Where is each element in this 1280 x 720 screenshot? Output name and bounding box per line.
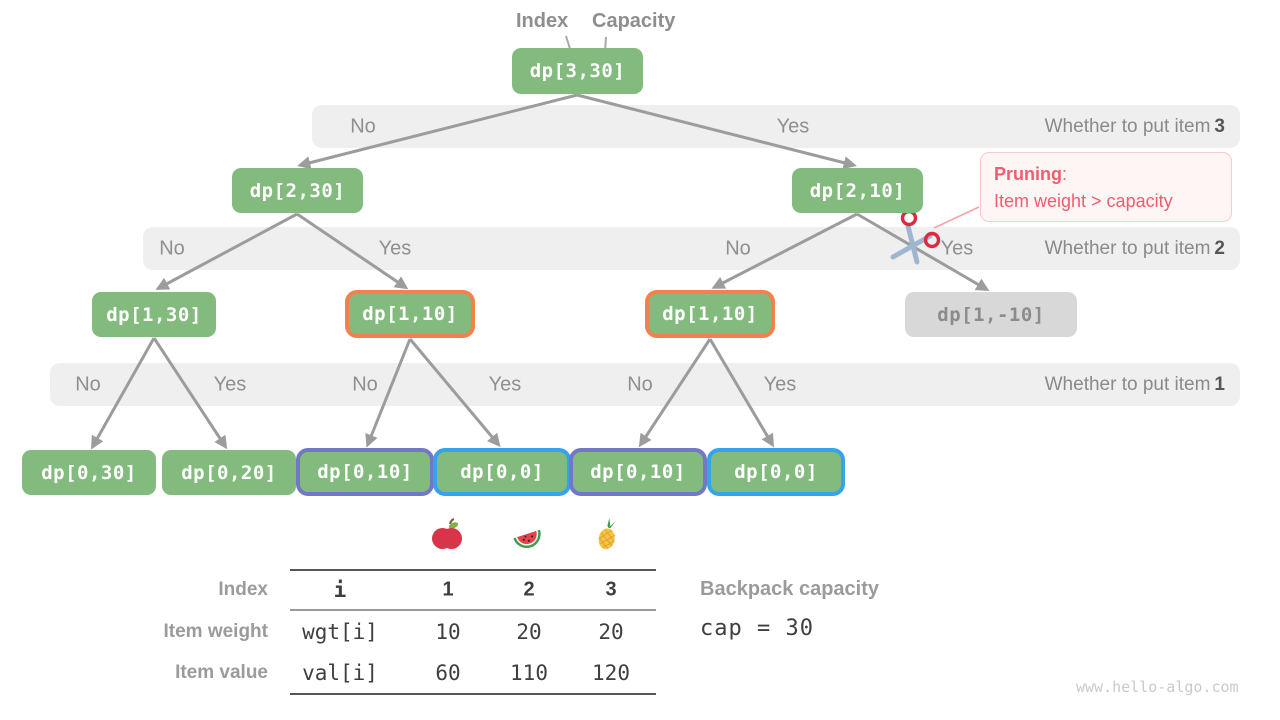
pruning-text: Item weight > capacity	[994, 191, 1173, 211]
dp-node: dp[2,10]	[792, 168, 923, 213]
band-label-no: No	[725, 237, 751, 259]
band-label-no: No	[627, 373, 653, 395]
table-cell: 2	[523, 578, 535, 601]
pineapple-icon	[598, 517, 616, 550]
table-rule-top	[290, 569, 656, 571]
table-row-label: Item weight	[163, 621, 268, 642]
backpack-capacity-label: Backpack capacity	[700, 578, 880, 600]
table-cell: 20	[516, 620, 542, 644]
decision-band-item1: No Yes No Yes No Yes Whether to put item…	[50, 363, 1240, 406]
band-label-yes: Yes	[213, 373, 247, 395]
backpack-capacity-value: cap = 30	[700, 616, 814, 641]
index-pointer-label: Index	[516, 10, 569, 32]
dp-node-highlight-orange: dp[1,10]	[645, 290, 775, 338]
pruning-callout: Pruning: Item weight > capacity	[980, 152, 1232, 222]
band-label-yes: Yes	[776, 115, 810, 137]
watermark: www.hello-algo.com	[1076, 678, 1239, 696]
dp-node-highlight-blue: dp[0,0]	[707, 448, 845, 496]
dp-node: dp[2,30]	[232, 168, 363, 213]
band-label-yes: Yes	[763, 373, 797, 395]
table-cell: 110	[510, 661, 548, 685]
band-label-no: No	[159, 237, 185, 259]
dp-node-highlight-purple: dp[0,10]	[569, 448, 707, 496]
dp-node: dp[0,20]	[162, 450, 296, 495]
table-cell: i	[333, 578, 347, 602]
table-cell: 3	[605, 578, 617, 601]
band-label-no: No	[75, 373, 101, 395]
pruning-connector-line	[933, 206, 980, 229]
band-label-yes: Yes	[488, 373, 522, 395]
dp-node-highlight-purple: dp[0,10]	[296, 448, 434, 496]
band-label-no: No	[350, 115, 376, 137]
capacity-pointer-label: Capacity	[592, 10, 676, 32]
dp-node-pruned: dp[1,-10]	[905, 292, 1077, 337]
pruning-title-line: Pruning:	[994, 164, 1068, 184]
table-cell: 1	[442, 578, 454, 601]
item-number: 3	[1214, 115, 1225, 137]
table-rule-bottom	[290, 693, 656, 695]
band-label-no: No	[352, 373, 378, 395]
dp-node-highlight-orange: dp[1,10]	[345, 290, 475, 338]
table-row-label: Item value	[175, 662, 268, 683]
dp-node-highlight-blue: dp[0,0]	[433, 448, 571, 496]
dp-node: dp[0,30]	[22, 450, 156, 495]
table-rule-mid	[290, 609, 656, 611]
band-label-yes: Yes	[378, 237, 412, 259]
table-cell: 10	[435, 620, 461, 644]
table-cell: 20	[598, 620, 624, 644]
apple-icon	[432, 518, 462, 549]
dp-node-root: dp[3,30]	[512, 48, 643, 94]
band-label-yes: Yes	[940, 237, 974, 259]
item-number: 2	[1214, 237, 1225, 259]
table-cell: 120	[592, 661, 630, 685]
dp-node: dp[1,30]	[92, 292, 216, 337]
table-cell: val[i]	[302, 661, 378, 685]
watermelon-icon	[513, 529, 541, 549]
item-number: 1	[1214, 373, 1225, 395]
table-row-label: Index	[218, 579, 268, 600]
table-cell: 60	[435, 661, 461, 685]
table-cell: wgt[i]	[302, 620, 378, 644]
